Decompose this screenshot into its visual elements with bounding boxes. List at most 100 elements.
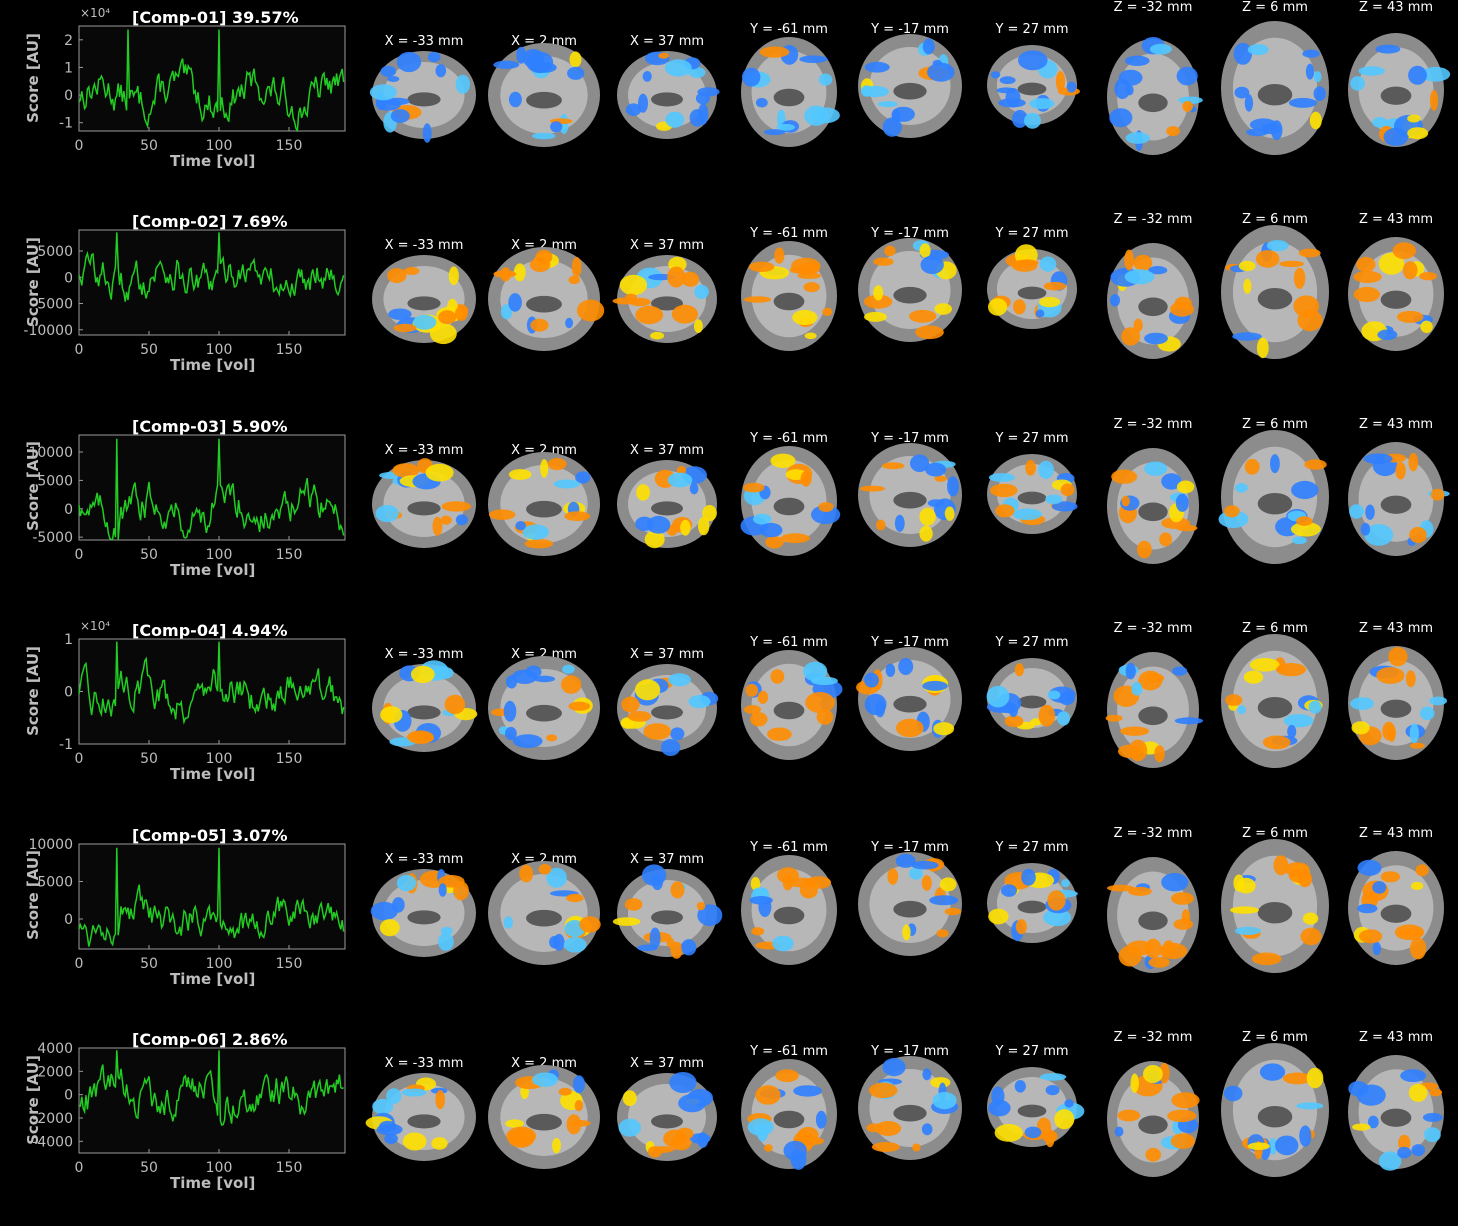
slice-label: Y = -17 mm [871, 1044, 949, 1059]
positive-activation [1176, 480, 1195, 494]
positive-activation [859, 485, 886, 492]
positive-activation [612, 916, 641, 926]
positive-activation [1128, 739, 1148, 762]
negative-activation [1125, 132, 1150, 144]
positive-activation [430, 323, 457, 345]
positive-activation [799, 263, 820, 275]
slice-label: Y = -17 mm [871, 22, 949, 37]
positive-activation [402, 1132, 427, 1151]
brain-slice-coronal [987, 862, 1078, 943]
negative-activation [1005, 88, 1021, 108]
negative-activation [396, 874, 417, 891]
slice-label: Z = -32 mm [1113, 0, 1193, 15]
positive-activation [444, 694, 466, 715]
brain-slice-axial [1107, 37, 1203, 155]
negative-activation [1372, 880, 1387, 894]
positive-activation [1251, 952, 1282, 965]
positive-activation [1420, 320, 1433, 334]
negative-activation [815, 1110, 827, 1129]
x-tick-label: 100 [206, 1160, 233, 1176]
negative-activation [986, 685, 1010, 708]
slice-label: X = 37 mm [629, 238, 705, 254]
slice-label: X = 37 mm [629, 442, 705, 458]
positive-activation [380, 706, 403, 724]
slice-label: X = -33 mm [384, 1056, 464, 1071]
positive-activation [919, 525, 933, 542]
negative-activation [1012, 109, 1028, 128]
y-tick-label: 0 [64, 271, 73, 287]
ventricle [407, 92, 441, 107]
negative-activation [1357, 903, 1378, 913]
brain-slice-coronal [858, 442, 962, 547]
positive-activation [1300, 927, 1322, 945]
positive-activation [803, 282, 820, 293]
brain-slice-axial [1221, 634, 1329, 769]
positive-activation [1013, 299, 1026, 315]
negative-activation [493, 60, 520, 69]
negative-activation [1360, 522, 1371, 536]
positive-activation [750, 876, 761, 890]
positive-activation [1396, 311, 1424, 324]
slice-label: X = 2 mm [511, 442, 577, 458]
positive-activation [1047, 889, 1066, 911]
negative-activation [895, 853, 916, 868]
negative-activation [861, 85, 889, 98]
x-tick-label: 100 [206, 751, 233, 767]
ventricle [773, 293, 805, 311]
negative-activation [1275, 1135, 1299, 1156]
negative-activation [1296, 1102, 1324, 1110]
negative-activation [1012, 508, 1042, 520]
negative-activation [763, 129, 785, 136]
brain-slice-coronal [986, 658, 1077, 739]
positive-activation [379, 918, 400, 936]
negative-activation [1008, 703, 1018, 718]
y-tick-label: 0 [64, 502, 73, 518]
positive-activation [513, 263, 526, 282]
positive-activation [743, 482, 765, 493]
negative-activation [427, 51, 441, 63]
negative-activation [803, 661, 828, 682]
positive-activation [1004, 715, 1024, 728]
brain-slice-sagittal [612, 255, 717, 344]
negative-activation [811, 107, 840, 124]
y-tick-label: 1 [64, 60, 73, 76]
ventricle [407, 705, 441, 720]
positive-activation [1039, 297, 1061, 308]
ventricle [1380, 1108, 1412, 1127]
ventricle [1380, 86, 1412, 105]
slice-label: X = 2 mm [511, 238, 577, 254]
positive-activation [1158, 942, 1188, 959]
negative-activation [1305, 63, 1315, 80]
negative-activation [1172, 666, 1188, 676]
ventricle [1257, 288, 1293, 310]
brain-slice-sagittal [372, 457, 476, 548]
negative-activation [1247, 44, 1269, 56]
positive-activation [895, 718, 924, 738]
positive-activation [538, 863, 552, 875]
brain-slice-sagittal [372, 660, 478, 753]
negative-activation [921, 1123, 933, 1136]
x-tick-label: 50 [140, 1160, 158, 1176]
negative-activation [772, 935, 794, 951]
slice-label: Z = -32 mm [1113, 416, 1193, 432]
slice-label: Y = -61 mm [750, 22, 828, 37]
negative-activation [1045, 1085, 1060, 1096]
negative-activation [1223, 1085, 1243, 1102]
negative-activation [388, 308, 412, 321]
positive-activation [1276, 663, 1306, 677]
brain-slice-sagittal [617, 459, 717, 548]
brain-slice-coronal [741, 37, 840, 147]
positive-activation [1060, 483, 1075, 496]
negative-activation [1057, 711, 1071, 726]
positive-activation [507, 1128, 535, 1148]
brain-slice-axial [1221, 225, 1329, 360]
negative-activation [922, 38, 935, 55]
negative-activation [522, 49, 545, 68]
slice-label: Y = 27 mm [995, 839, 1069, 855]
positive-activation [944, 506, 955, 521]
positive-activation [1238, 261, 1256, 272]
negative-activation [864, 61, 890, 73]
ventricle [1257, 1105, 1293, 1128]
